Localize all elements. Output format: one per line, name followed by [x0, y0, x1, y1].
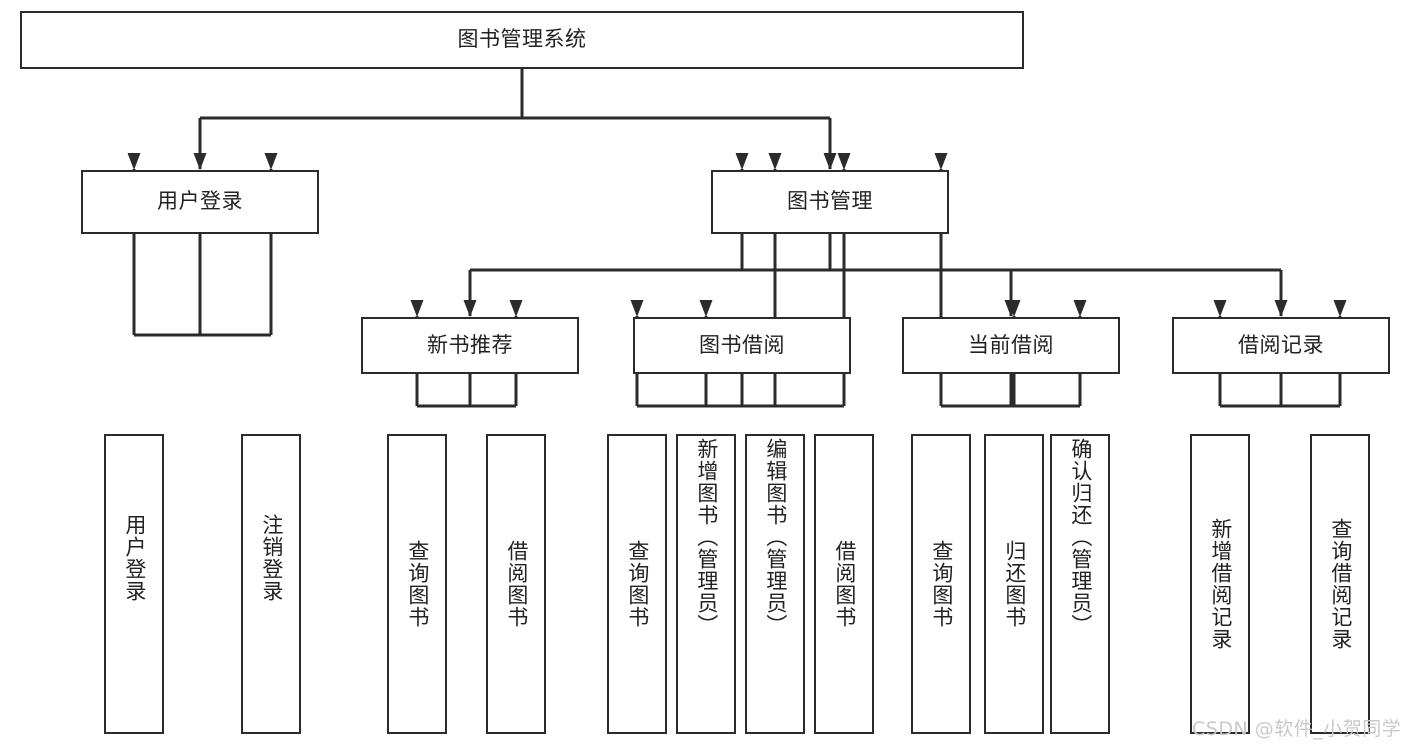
node-label: 编辑图书（管理员） — [763, 438, 788, 636]
arrow-icon — [509, 300, 523, 317]
arrow-icon — [837, 153, 851, 170]
node-label: 注销登录 — [259, 514, 284, 602]
node-label: 借阅图书 — [832, 540, 857, 628]
node-leaf-borrow-book-1[interactable]: 借阅图书 — [486, 434, 546, 734]
node-leaf-query-book-2[interactable]: 查询图书 — [607, 434, 667, 734]
node-leaf-query-book-1[interactable]: 查询图书 — [387, 434, 447, 734]
arrow-icon — [630, 300, 644, 317]
arrow-icon — [1213, 300, 1227, 317]
node-label: 确认归还（管理员） — [1068, 438, 1093, 636]
node-current-borrow[interactable]: 当前借阅 — [902, 317, 1120, 374]
arrow-icon — [1333, 300, 1347, 317]
node-leaf-borrow-book-2[interactable]: 借阅图书 — [814, 434, 874, 734]
arrow-icon — [264, 153, 278, 170]
node-label: 图书管理 — [787, 189, 873, 214]
node-label: 用户登录 — [157, 189, 243, 214]
csdn-watermark: CSDN @软件_小贺同学 — [1192, 718, 1402, 740]
arrow-icon — [735, 153, 749, 170]
node-new-book-rec[interactable]: 新书推荐 — [361, 317, 579, 374]
arrow-icon — [1007, 300, 1021, 317]
node-label: 新增图书（管理员） — [694, 438, 719, 636]
node-leaf-user-logout[interactable]: 注销登录 — [241, 434, 301, 734]
node-label: 用户登录 — [122, 514, 147, 602]
node-leaf-query-book-3[interactable]: 查询图书 — [911, 434, 971, 734]
node-label: 新书推荐 — [427, 332, 513, 357]
node-leaf-add-record[interactable]: 新增借阅记录 — [1190, 434, 1250, 734]
node-leaf-return-book[interactable]: 归还图书 — [984, 434, 1044, 734]
node-user-login[interactable]: 用户登录 — [81, 170, 319, 234]
node-label: 借阅图书 — [504, 540, 529, 628]
arrow-icon — [463, 300, 477, 317]
arrow-icon — [934, 153, 948, 170]
node-label: 当前借阅 — [968, 332, 1054, 357]
node-leaf-confirm-return[interactable]: 确认归还（管理员） — [1050, 434, 1110, 734]
arrow-icon — [410, 300, 424, 317]
arrow-icon — [699, 300, 713, 317]
node-label: 归还图书 — [1002, 540, 1027, 628]
node-leaf-user-login[interactable]: 用户登录 — [104, 434, 164, 734]
arrow-icon — [768, 153, 782, 170]
node-label: 查询图书 — [405, 540, 430, 628]
node-label: 借阅记录 — [1238, 332, 1324, 357]
node-borrow-record[interactable]: 借阅记录 — [1172, 317, 1390, 374]
node-label: 图书管理系统 — [457, 27, 587, 52]
node-book-borrow[interactable]: 图书借阅 — [633, 317, 851, 374]
node-label: 新增借阅记录 — [1208, 518, 1233, 650]
arrow-icon — [823, 153, 837, 170]
node-book-manage[interactable]: 图书管理 — [711, 170, 949, 234]
node-leaf-edit-book[interactable]: 编辑图书（管理员） — [745, 434, 805, 734]
arrow-icon — [193, 153, 207, 170]
node-label: 查询图书 — [625, 540, 650, 628]
arrow-icon — [1004, 300, 1018, 317]
arrow-icon — [1274, 300, 1288, 317]
node-root[interactable]: 图书管理系统 — [20, 11, 1024, 69]
node-label: 查询图书 — [929, 540, 954, 628]
arrow-icon — [1073, 300, 1087, 317]
node-leaf-query-record[interactable]: 查询借阅记录 — [1310, 434, 1370, 734]
node-label: 查询借阅记录 — [1328, 518, 1353, 650]
node-label: 图书借阅 — [699, 332, 785, 357]
arrow-icon — [127, 153, 141, 170]
node-leaf-add-book[interactable]: 新增图书（管理员） — [676, 434, 736, 734]
